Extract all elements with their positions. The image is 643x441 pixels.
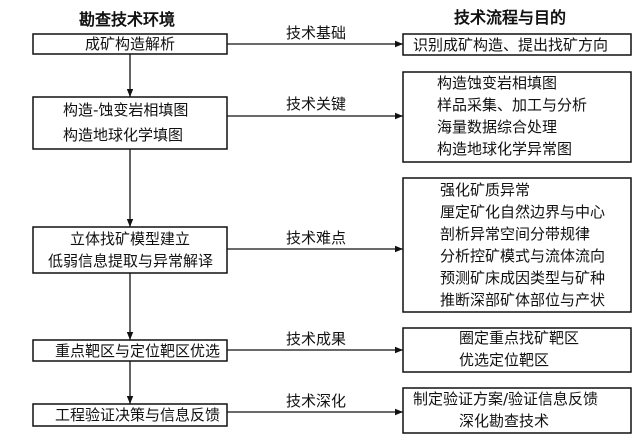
left-box-1-label: 成矿构造解析 (85, 35, 176, 53)
left-box-2-label-1: 构造-蚀变岩相填图 (63, 101, 189, 119)
left-box-3-label-2: 低弱信息提取与异常解译 (48, 252, 214, 270)
right-box-3-label-4: 分析控矿模式与流体流向 (440, 247, 606, 265)
link-label-2: 技术关键 (286, 95, 347, 113)
right-box-3-label-6: 推断深部矿体部位与产状 (440, 291, 606, 309)
left-box-3-label-1: 立体找矿模型建立 (70, 230, 191, 248)
right-box-5-label-1: 制定验证方案/验证信息反馈 (413, 390, 599, 408)
right-box-3-label-5: 预测矿床成因类型与矿种 (440, 269, 606, 287)
left-box-2-label-2: 构造地球化学填图 (63, 126, 184, 144)
link-label-3: 技术难点 (286, 229, 347, 247)
right-box-2-label-1: 构造蚀变岩相填图 (437, 74, 558, 92)
right-box-4-label-2: 优选定位靶区 (459, 351, 550, 369)
right-box-2-label-4: 构造地球化学异常图 (437, 140, 573, 158)
left-column-header: 勘查技术环境 (79, 10, 176, 29)
link-label-4: 技术成果 (286, 330, 347, 348)
right-box-2-label-3: 海量数据综合处理 (437, 118, 558, 136)
right-box-2 (402, 71, 632, 163)
left-box-4-label: 重点靶区与定位靶区优选 (55, 342, 221, 360)
right-box-5-label-2: 深化勘查技术 (459, 412, 550, 430)
link-label-1: 技术基础 (286, 24, 347, 42)
right-box-3-label-3: 剖析异常空间分带规律 (440, 225, 591, 243)
right-column-header: 技术流程与目的 (454, 8, 567, 27)
right-box-2-label-2: 样品采集、加工与分析 (437, 96, 588, 114)
link-label-5: 技术深化 (286, 392, 347, 410)
right-box-3 (402, 177, 632, 313)
right-box-3-label-2: 厘定矿化自然边界与中心 (440, 203, 606, 221)
right-box-4-label-1: 圈定重点找矿靶区 (459, 329, 580, 347)
left-box-5-label: 工程验证决策与信息反馈 (55, 406, 221, 424)
right-box-3-label-1: 强化矿质异常 (440, 181, 531, 199)
right-box-5 (402, 387, 632, 434)
right-box-1-label: 识别成矿构造、提出找矿方向 (413, 36, 609, 54)
